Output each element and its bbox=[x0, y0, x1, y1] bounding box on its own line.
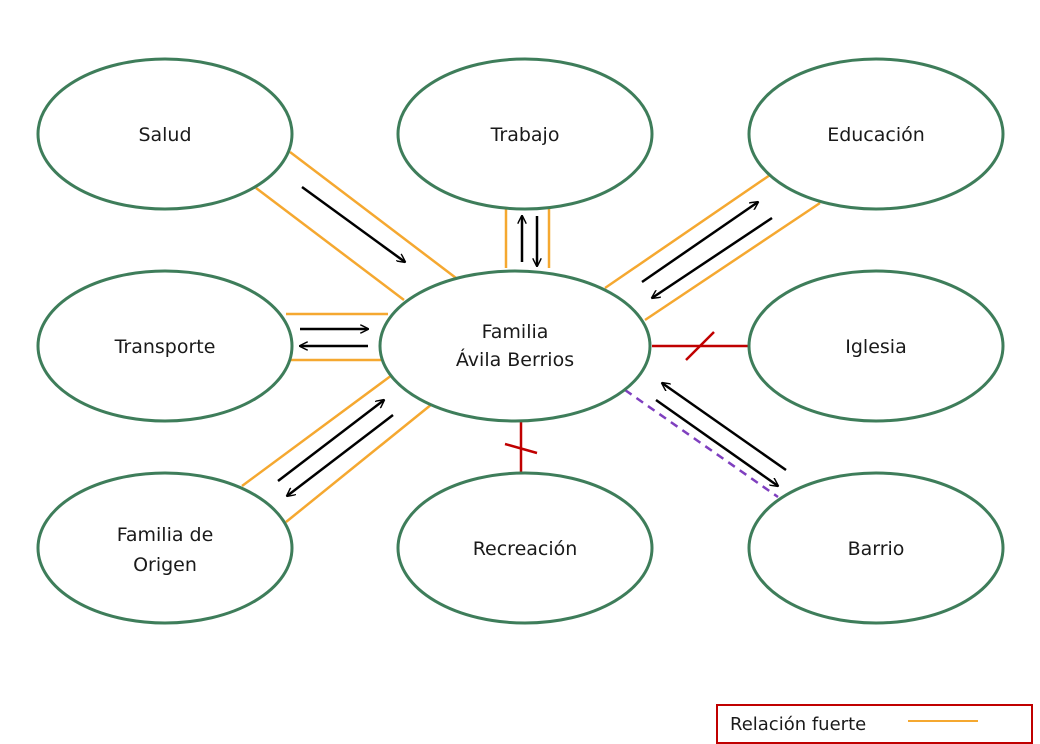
connector-recreacion bbox=[504, 420, 538, 474]
connector-origen bbox=[241, 373, 433, 523]
node-familia-de-origen: Familia de Origen bbox=[36, 471, 294, 625]
arrow-educacion-to-familia bbox=[652, 216, 773, 298]
arrow-familia-to-origen bbox=[287, 414, 394, 496]
node-origen-label-line1: Familia de bbox=[117, 524, 214, 546]
ecomap-diagram: Salud Trabajo Educación Transporte Famil… bbox=[36, 57, 1005, 625]
arrow-origen-to-familia bbox=[277, 400, 384, 482]
node-barrio-label: Barrio bbox=[848, 538, 905, 560]
connector-iglesia bbox=[652, 331, 750, 361]
node-transporte-label: Transporte bbox=[114, 336, 216, 358]
node-familia-center: Familia Ávila Berrios bbox=[378, 269, 652, 423]
connector-educacion bbox=[604, 173, 821, 322]
node-salud: Salud bbox=[36, 57, 294, 211]
connector-trabajo bbox=[504, 208, 551, 268]
node-origen-label-line2: Origen bbox=[133, 554, 197, 576]
node-educacion: Educación bbox=[747, 57, 1005, 211]
arrow-familia-to-educacion bbox=[641, 202, 758, 284]
node-familia-label-line1: Familia bbox=[482, 321, 549, 343]
node-iglesia: Iglesia bbox=[747, 269, 1005, 423]
arrow-barrio-to-familia bbox=[662, 383, 787, 472]
connector-barrio bbox=[624, 383, 787, 499]
node-educacion-label: Educación bbox=[827, 124, 925, 146]
legend-swatch-strong bbox=[908, 720, 978, 722]
node-barrio: Barrio bbox=[747, 471, 1005, 625]
legend-label: Relación fuerte bbox=[730, 714, 867, 735]
node-recreacion: Recreación bbox=[396, 471, 654, 625]
conflict-mark-iglesia bbox=[685, 331, 715, 361]
arrow-salud-to-familia bbox=[301, 185, 405, 262]
arrow-familia-to-barrio bbox=[655, 398, 778, 486]
node-recreacion-label: Recreación bbox=[473, 538, 578, 560]
node-trabajo: Trabajo bbox=[396, 57, 654, 211]
node-salud-label: Salud bbox=[138, 124, 191, 146]
node-transporte: Transporte bbox=[36, 269, 294, 423]
connector-transporte bbox=[286, 312, 388, 362]
node-iglesia-label: Iglesia bbox=[845, 336, 906, 358]
legend-box: Relación fuerte bbox=[716, 704, 1033, 744]
node-trabajo-label: Trabajo bbox=[490, 124, 560, 146]
conflict-mark-recreacion bbox=[504, 442, 538, 455]
connector-salud bbox=[255, 151, 457, 301]
node-familia-label-line2: Ávila Berrios bbox=[456, 348, 574, 371]
